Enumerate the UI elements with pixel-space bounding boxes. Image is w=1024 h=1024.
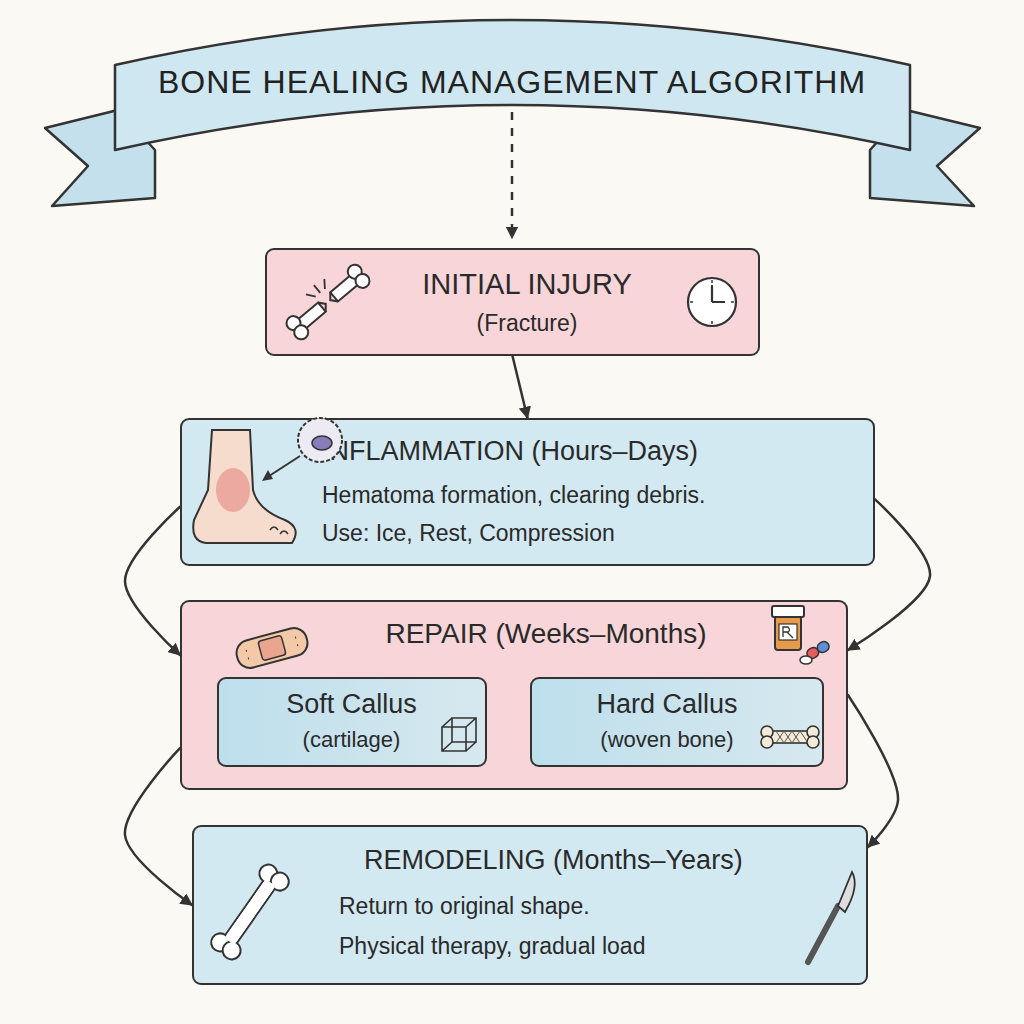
scalpel-handle — [808, 906, 838, 962]
bandage-dots — [246, 637, 298, 658]
diagram-title: BONE HEALING MANAGEMENT ALGORITHM — [112, 64, 912, 101]
cartilage-cube — [442, 718, 476, 751]
substage-subtitle: (woven bone) — [532, 727, 802, 752]
bottle-cap — [772, 606, 804, 617]
stage-box: INFLAMMATION (Hours–Days) Hematoma format… — [180, 418, 875, 566]
bandage-icon — [234, 625, 311, 671]
pill-icon — [800, 656, 812, 664]
substage-heading: Hard Callus — [532, 689, 802, 720]
substage-heading: Soft Callus — [219, 689, 484, 720]
flow-arrow — [848, 499, 930, 650]
substage-subtitle: (cartilage) — [219, 727, 484, 752]
scalpel-blade — [838, 872, 855, 912]
bone-knob — [807, 726, 819, 738]
cell-nucleus — [312, 436, 332, 450]
bone-fill — [224, 879, 275, 945]
stage-box: INITIAL INJURY (Fracture) — [265, 248, 760, 356]
pointer-head — [262, 470, 273, 481]
stage-description: Return to original shape. — [339, 893, 859, 919]
bottle-label — [779, 624, 797, 640]
bone-knob — [267, 869, 292, 894]
capsule-half — [805, 646, 820, 661]
bone-knob — [807, 736, 819, 748]
dashed-arrow — [511, 112, 514, 238]
bone-knob — [291, 322, 311, 342]
bone-knob — [353, 271, 373, 291]
stage-heading: REMODELING (Months–Years) — [364, 845, 864, 876]
pointer-line — [266, 456, 300, 478]
flow-arrow — [125, 748, 192, 905]
stage-description: Hematoma formation, clearing debris. — [322, 482, 867, 508]
bone-knob — [208, 930, 233, 955]
ribbon-tail — [45, 110, 155, 206]
weave-hatch — [776, 731, 808, 743]
substage-box: Hard Callus (woven bone) — [530, 677, 824, 767]
clock-ticks — [690, 280, 734, 324]
bone-piece — [330, 272, 362, 302]
substage-box: Soft Callus (cartilage) — [217, 677, 487, 767]
bone-shaft — [221, 875, 278, 949]
bone-knob — [219, 938, 244, 963]
bone-knob — [761, 726, 773, 738]
woven-bone — [768, 731, 812, 743]
flow-arrow — [125, 507, 180, 655]
stage-box: REMODELING (Months–Years) Return to origi… — [192, 825, 868, 985]
bone-piece — [294, 303, 326, 333]
stage-heading: REPAIR (Weeks–Months) — [242, 618, 850, 650]
stage-treatment: Use: Ice, Rest, Compression — [322, 520, 867, 546]
capsule-half — [816, 640, 831, 655]
bone-knob — [284, 313, 304, 333]
stage-heading: INFLAMMATION (Hours–Days) — [322, 436, 867, 467]
clock-hands — [712, 285, 725, 302]
bandage-pad — [258, 635, 286, 661]
flow-arrow — [848, 695, 898, 847]
inflamed-area — [216, 468, 250, 512]
stage-heading: INITIAL INJURY — [327, 268, 727, 301]
rx-mark — [783, 627, 793, 638]
pain-mark — [305, 277, 330, 300]
flow-arrow — [513, 356, 528, 418]
cell-icon — [298, 418, 342, 462]
clock-icon — [688, 278, 736, 326]
foot-illustration — [193, 430, 296, 543]
pill-bottle — [775, 616, 801, 650]
crack-line — [318, 292, 338, 311]
ribbon-tail — [870, 110, 980, 206]
bone-knob — [345, 262, 365, 282]
toe-lines — [270, 527, 288, 534]
stage-treatment: Physical therapy, gradual load — [339, 933, 859, 959]
stage-box: REPAIR (Weeks–Months) Soft Callus (cartila… — [180, 600, 848, 790]
stage-subtitle: (Fracture) — [327, 310, 727, 336]
bone-knob — [256, 861, 281, 886]
bone-knob — [761, 736, 773, 748]
